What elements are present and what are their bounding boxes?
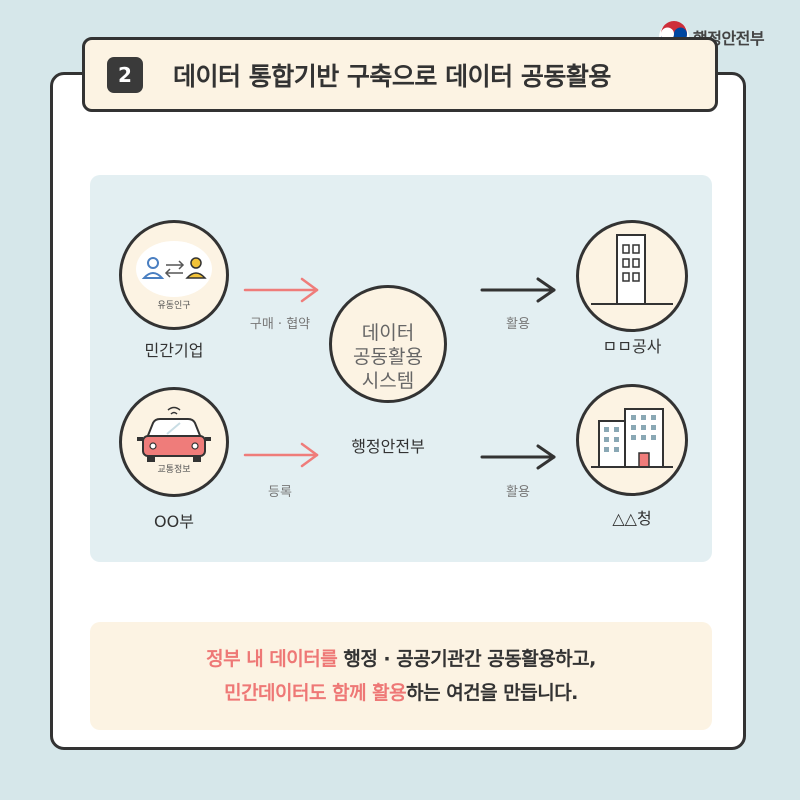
flow-arrows (243, 277, 556, 470)
summary-box: 정부 내 데이터를 행정 · 공공기관간 공동활용하고, 민간데이터도 함께 활… (90, 622, 712, 730)
summary-highlight-1: 정부 내 데이터를 (206, 648, 338, 670)
arrow-use-bottom (480, 444, 556, 470)
public-corp-label: ㅁㅁ공사 (602, 337, 662, 356)
center-line-1: 데이터 (361, 322, 415, 344)
data-flow-diagram: 유동인구 민간기업 교통정보 OO부 데이터 공동활용 시스템 행정안전부 (90, 175, 712, 562)
register-label: 등록 (268, 485, 292, 500)
private-company-node: 유동인구 (119, 220, 229, 330)
ministry-label: OO부 (154, 512, 194, 531)
shared-system-node: 데이터 공동활용 시스템 (329, 285, 447, 403)
summary-line-1: 정부 내 데이터를 행정 · 공공기관간 공동활용하고, (206, 642, 596, 676)
use-label-top: 활용 (506, 317, 530, 332)
arrow-purchase (243, 277, 319, 303)
building-icon (591, 234, 673, 305)
arrow-use-top (480, 277, 556, 303)
ministry-node: 교통정보 (119, 387, 229, 497)
summary-highlight-2: 민간데이터도 함께 활용 (224, 682, 407, 704)
arrow-register (243, 442, 319, 468)
icon-label-floating-population: 유동인구 (157, 301, 191, 311)
step-number-badge: 2 (107, 56, 143, 93)
summary-text-2: 하는 여건을 만듭니다. (406, 682, 578, 704)
summary-line-2: 민간데이터도 함께 활용하는 여건을 만듭니다. (224, 676, 578, 710)
icon-label-traffic-info: 교통정보 (157, 465, 191, 475)
purchase-agreement-label: 구매 · 협약 (249, 317, 311, 332)
agency-node (576, 384, 688, 496)
summary-text-1: 행정 · 공공기관간 공동활용하고, (337, 648, 596, 670)
private-company-label: 민간기업 (144, 341, 204, 360)
people-exchange-icon (136, 241, 212, 297)
agency-label: △△청 (612, 509, 652, 528)
page-title: 데이터 통합기반 구축으로 데이터 공동활용 (173, 61, 611, 91)
mois-label: 행정안전부 (351, 437, 425, 456)
public-corp-node (576, 220, 688, 332)
center-line-2: 공동활용 (353, 346, 423, 368)
use-label-bottom: 활용 (506, 485, 530, 500)
title-box: 2 데이터 통합기반 구축으로 데이터 공동활용 (82, 37, 718, 112)
car-icon (137, 406, 211, 462)
office-building-icon (591, 408, 673, 468)
center-line-3: 시스템 (361, 370, 415, 392)
